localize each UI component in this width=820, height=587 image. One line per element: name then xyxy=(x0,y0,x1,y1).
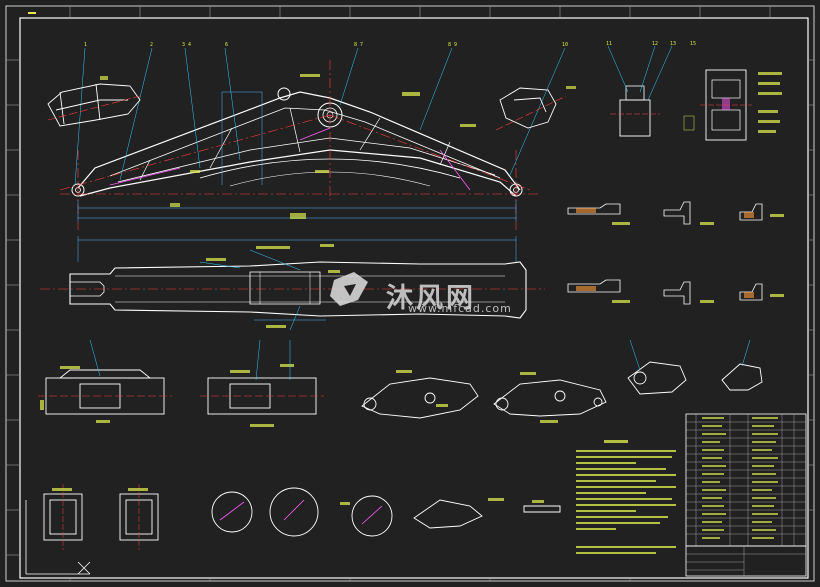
svg-text:11: 11 xyxy=(606,41,612,47)
outer-frame xyxy=(5,5,815,582)
main-elevation-view: 1 2 3 4 6 8 7 8 9 10 xyxy=(59,42,568,230)
parts-list-table xyxy=(685,413,807,577)
mid-row-sections xyxy=(38,361,763,419)
technical-notes xyxy=(576,440,676,554)
detail-left-fork xyxy=(47,76,141,127)
svg-text:13: 13 xyxy=(670,41,676,47)
watermark-logo-icon xyxy=(330,272,368,306)
svg-text:12: 12 xyxy=(652,41,658,47)
title-block xyxy=(685,545,807,577)
weld-section-grid xyxy=(567,201,763,305)
svg-text:10: 10 xyxy=(562,42,568,48)
drawing-title-tag xyxy=(28,12,36,14)
svg-text:2: 2 xyxy=(150,42,153,48)
svg-text:3 4: 3 4 xyxy=(182,42,191,48)
inner-frame xyxy=(19,17,809,579)
section-details-upper-right: 11 12 13 15 xyxy=(606,41,782,141)
svg-text:8 9: 8 9 xyxy=(448,42,457,48)
plan-view xyxy=(40,236,545,331)
svg-text:15: 15 xyxy=(690,41,696,47)
watermark-text: 沐风网 xyxy=(386,283,476,314)
svg-text:8 7: 8 7 xyxy=(354,42,363,48)
ucs-icon xyxy=(25,500,91,575)
bottom-row-sections xyxy=(43,484,561,550)
mid-row-notes xyxy=(40,364,558,427)
border-zone-ticks xyxy=(6,6,814,581)
detail-right-end xyxy=(495,86,576,131)
svg-text:1: 1 xyxy=(84,42,87,48)
svg-text:6: 6 xyxy=(225,42,228,48)
watermark-url: www.mfcad.com xyxy=(408,302,512,315)
